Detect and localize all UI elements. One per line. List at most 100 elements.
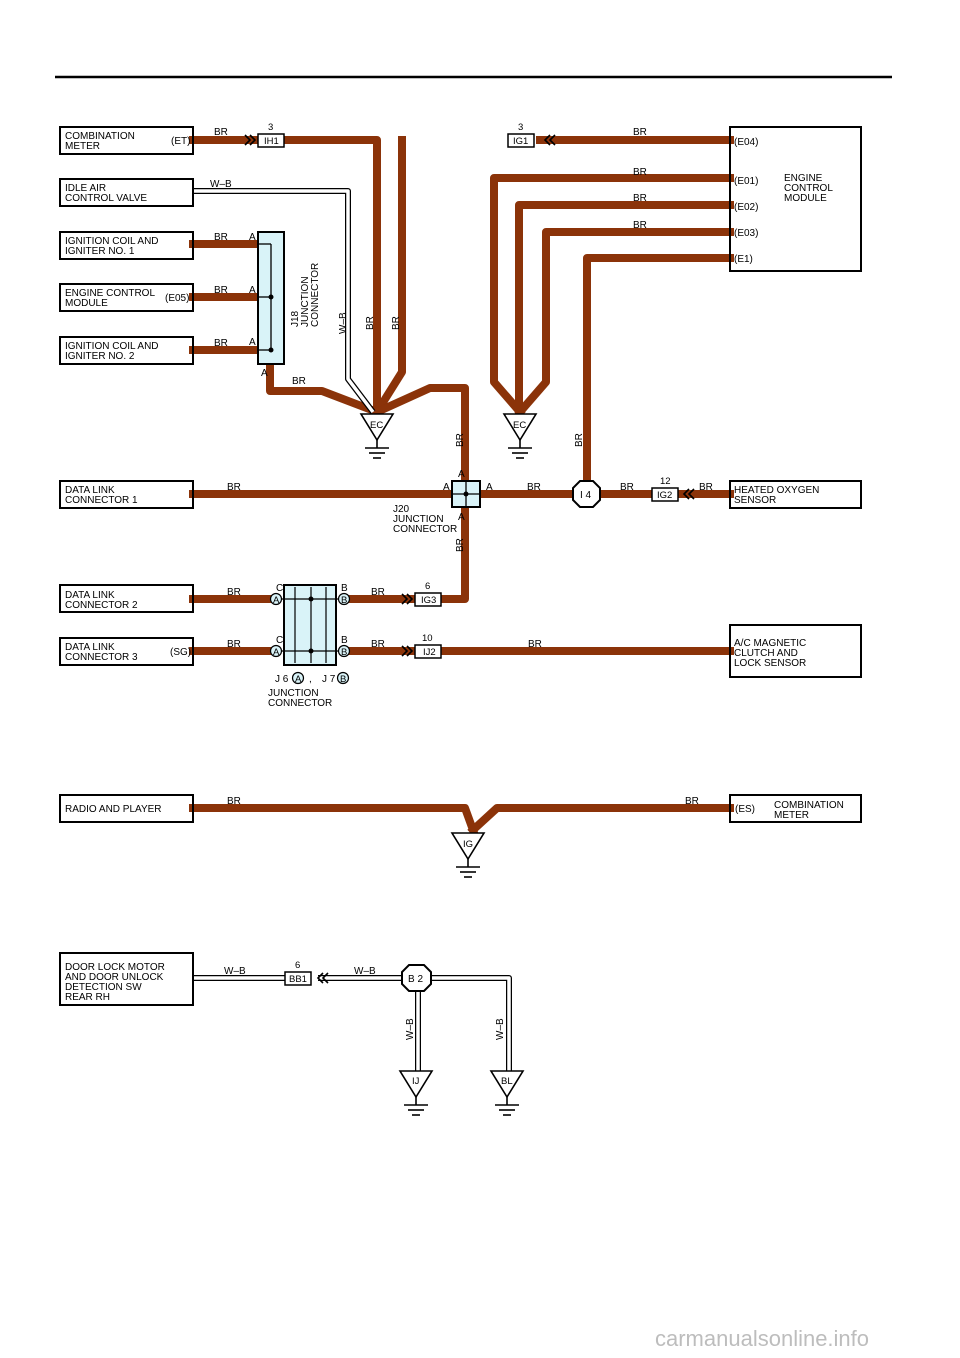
wc-br-14: BR (227, 587, 241, 598)
connector-ig2: IG2 12 (651, 476, 695, 502)
wire-ecm-e03 (514, 228, 734, 418)
wire-j18-ec (266, 360, 383, 418)
box-ac-clutch (729, 624, 862, 678)
j6-legend-a: A (295, 674, 302, 685)
ecm-right-pin-e1: (E1) (734, 254, 753, 265)
wc-br-12: BR (620, 482, 634, 493)
wire-j20-ec (371, 384, 469, 484)
wire-ecm-e1 (583, 254, 734, 484)
ac-clutch-l2: CLUTCH AND (734, 648, 798, 659)
ground-bl (489, 1070, 525, 1116)
j6-j7-sep: , (309, 674, 312, 685)
junction-j18: A A A A J18 JUNCTION CONNECTOR (249, 231, 321, 379)
box-combination-meter-top (59, 126, 194, 155)
splice-i4-label: I 4 (580, 490, 592, 501)
door-lock-l3: DETECTION SW (65, 982, 142, 993)
wc-br-15: BR (371, 587, 385, 598)
connector-ig1: IG1 3 (507, 122, 556, 148)
connector-ig3-pin: 6 (425, 581, 430, 592)
ground-ij-label: IJ (412, 1076, 420, 1087)
door-lock-l1: DOOR LOCK MOTOR (65, 962, 165, 973)
wc-br-v4: BR (574, 433, 585, 447)
dlc3-l2: CONNECTOR 3 (65, 652, 138, 663)
ground-ig-label: IG (463, 839, 473, 850)
wc-br-v2: BR (391, 316, 402, 330)
box-dlc3 (59, 637, 194, 666)
j7-pin-bt2: B (341, 635, 348, 646)
junction-j20: A A A A J20 JUNCTION CONNECTOR (393, 469, 493, 535)
connector-ig1-id: IG1 (513, 136, 528, 147)
wire-ig1-ec (371, 136, 406, 418)
j6-pin-bt1: B (341, 583, 348, 594)
j18-l1: J18 (290, 310, 301, 327)
j20-l1: J20 (393, 504, 410, 515)
ecm-right-l3: MODULE (784, 193, 827, 204)
wc-wb-3: W–B (354, 966, 376, 977)
box-ecm-left (59, 283, 194, 312)
j20-pin-right: A (486, 482, 493, 493)
j20-l3: CONNECTOR (393, 524, 457, 535)
j18-pin-a2: A (249, 285, 256, 296)
dlc3-pin: (SG) (170, 647, 191, 658)
ground-ec1-label: EC (370, 420, 383, 431)
comb-meter-top-l1: COMBINATION (65, 131, 135, 142)
dlc1-l1: DATA LINK (65, 485, 115, 496)
idle-air-l1: IDLE AIR (65, 183, 106, 194)
j20-pin-left: A (443, 482, 450, 493)
wc-br-18: BR (528, 639, 542, 650)
dlc2-l2: CONNECTOR 2 (65, 600, 138, 611)
comb-meter-top-pin: (ET) (171, 136, 190, 147)
wire-meter-ig (467, 804, 734, 836)
connector-ih1-pin: 3 (268, 122, 273, 133)
ground-ec2 (502, 413, 538, 459)
ground-bl-label: BL (501, 1076, 513, 1087)
connector-ij2: IJ2 10 (401, 633, 442, 659)
j6-pin-a1: A (273, 595, 280, 606)
wire-ecm-e02 (515, 201, 734, 416)
j20-l2: JUNCTION (393, 514, 444, 525)
j7-label: J 7 (322, 674, 336, 685)
wc-br-20: BR (685, 796, 699, 807)
wc-br-17: BR (371, 639, 385, 650)
connector-ij2-id: IJ2 (423, 647, 436, 658)
j6-pin-b1: B (341, 595, 347, 606)
j18-l2: JUNCTION (300, 276, 311, 327)
wc-br-5: BR (633, 220, 647, 231)
connector-bb1-pin: 6 (295, 960, 300, 971)
j6-pin-c1: C (276, 583, 283, 594)
j7-pin-a2: A (273, 647, 280, 658)
j7-pin-b2: B (341, 647, 347, 658)
comb-meter-bottom-l1: COMBINATION (774, 800, 844, 811)
connector-ih1: IH1 3 (244, 122, 285, 148)
ign-coil1-l1: IGNITION COIL AND (65, 236, 159, 247)
j6-j7-l2: CONNECTOR (268, 698, 332, 709)
dlc1-l2: CONNECTOR 1 (65, 495, 138, 506)
box-comb-meter-bottom (729, 794, 862, 823)
comb-meter-bottom-pin: (ES) (735, 804, 755, 815)
connector-ig3-id: IG3 (421, 595, 436, 606)
wc-wb-v: W–B (338, 312, 349, 334)
wc-br-16: BR (227, 639, 241, 650)
j20-pin-top: A (458, 469, 465, 480)
box-radio (59, 794, 194, 823)
ecm-right-pin-e02: (E02) (734, 202, 758, 213)
wc-br-7: BR (214, 285, 228, 296)
wc-br-13: BR (699, 482, 713, 493)
ign-coil2-l1: IGNITION COIL AND (65, 341, 159, 352)
watermark: carmanualsonline.info (655, 1326, 869, 1351)
br-wires (189, 136, 734, 836)
wc-br-19: BR (227, 796, 241, 807)
ecm-right-l1: ENGINE (784, 173, 823, 184)
ign-coil2-l2: IGNITER NO. 2 (65, 351, 135, 362)
wc-br-2: BR (633, 127, 647, 138)
j18-pin-a3: A (249, 337, 256, 348)
box-heated-o2 (729, 480, 862, 509)
connector-ig3: IG3 6 (401, 581, 442, 607)
wc-br-11: BR (527, 482, 541, 493)
connector-ig2-pin: 12 (660, 476, 671, 487)
box-door-lock (59, 952, 194, 1006)
connector-ij2-pin: 10 (422, 633, 433, 644)
ground-ec2-label: EC (513, 420, 526, 431)
ground-ig (450, 832, 486, 878)
ecm-right-pin-e01: (E01) (734, 176, 758, 187)
